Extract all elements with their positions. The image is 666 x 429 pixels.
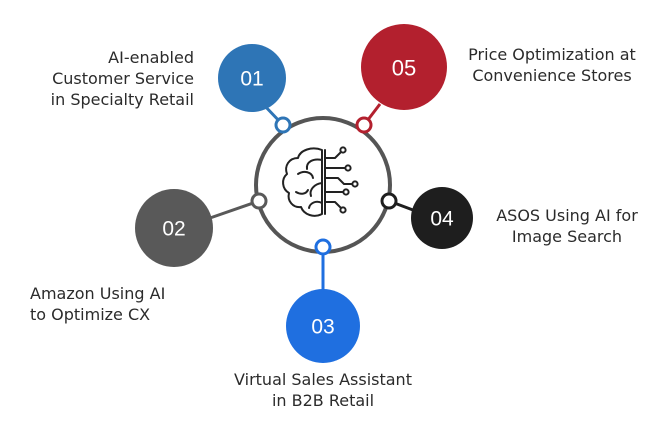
circuit-nodes <box>339 146 359 214</box>
node-04-circle <box>411 187 473 249</box>
junction-02 <box>250 192 268 210</box>
brain-circuit-icon <box>282 147 353 217</box>
node-01-circle <box>218 44 286 112</box>
node-04-label-line: ASOS Using AI for <box>496 206 638 225</box>
node-05-number: 05 <box>392 56 416 81</box>
node-02-label: Amazon Using AI to Optimize CX <box>30 283 165 325</box>
node-01-label-line: AI-enabled <box>108 48 194 67</box>
node-03-circle <box>286 289 360 363</box>
node-01-number: 01 <box>240 68 263 91</box>
node-04-label: ASOS Using AI for Image Search <box>482 205 652 247</box>
node-04-label-line: Image Search <box>511 227 623 246</box>
node-01-label: AI-enabled Customer Service in Specialty… <box>51 47 194 110</box>
node-01-label-line: in Specialty Retail <box>50 90 194 109</box>
junction-04 <box>380 192 398 210</box>
node-02-number: 02 <box>162 218 185 241</box>
node-05-label-line: Convenience Stores <box>472 66 632 85</box>
node-02-label-line: Amazon Using AI <box>30 284 166 303</box>
node-02-label-line: to Optimize CX <box>30 305 151 324</box>
node-03-label-line: Virtual Sales Assistant <box>234 370 412 389</box>
node-03-label: Virtual Sales Assistant in B2B Retail <box>203 369 443 411</box>
node-05-label-line: Price Optimization at <box>468 45 636 64</box>
junction-01 <box>274 116 292 134</box>
junction-03 <box>314 238 332 256</box>
node-03-label-line: in B2B Retail <box>271 391 375 410</box>
node-05-label: Price Optimization at Convenience Stores <box>452 44 652 86</box>
node-03-number: 03 <box>311 316 334 339</box>
node-05-circle <box>361 24 447 110</box>
junction-05 <box>355 116 373 134</box>
connector-02 <box>209 199 260 220</box>
node-02-circle <box>135 189 213 267</box>
node-01-label-line: Customer Service <box>52 69 194 88</box>
node-04-number: 04 <box>430 208 454 231</box>
